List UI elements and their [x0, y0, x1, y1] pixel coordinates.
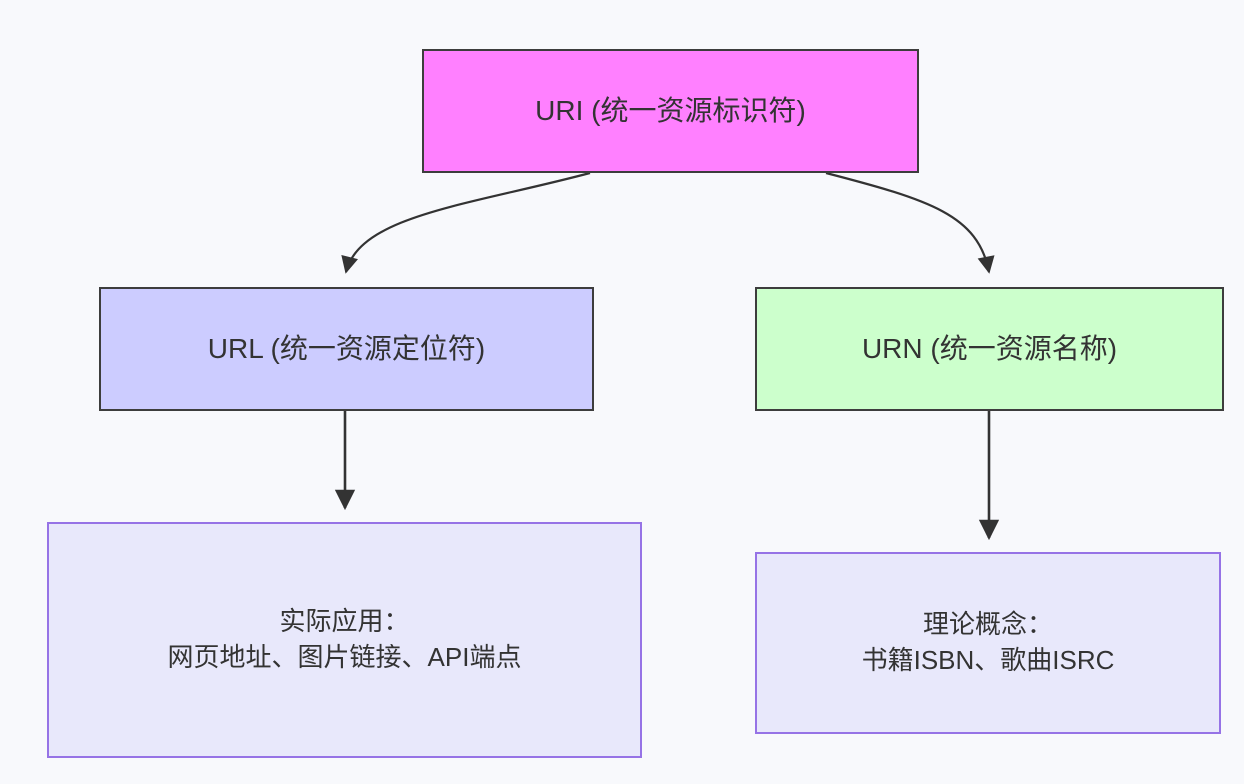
edge-uri-to-urn: [825, 171, 995, 274]
node-urn-label: URN (统一资源名称): [861, 332, 1118, 364]
node-url-label: URL (统一资源定位符): [207, 332, 486, 364]
node-urn-examples-label: 理论概念： 书籍ISBN、歌曲ISRC: [861, 609, 1115, 675]
node-url-examples-label: 实际应用： 网页地址、图片链接、API端点: [167, 606, 522, 672]
node-uri[interactable]: URI (统一资源标识符): [422, 49, 919, 173]
node-url-examples[interactable]: 实际应用： 网页地址、图片链接、API端点: [47, 522, 642, 758]
node-urn[interactable]: URN (统一资源名称): [755, 287, 1224, 411]
edge-uri-to-url: [341, 171, 591, 274]
node-urn-examples[interactable]: 理论概念： 书籍ISBN、歌曲ISRC: [755, 552, 1221, 734]
node-url[interactable]: URL (统一资源定位符): [99, 287, 594, 411]
node-uri-label: URI (统一资源标识符): [535, 94, 806, 126]
